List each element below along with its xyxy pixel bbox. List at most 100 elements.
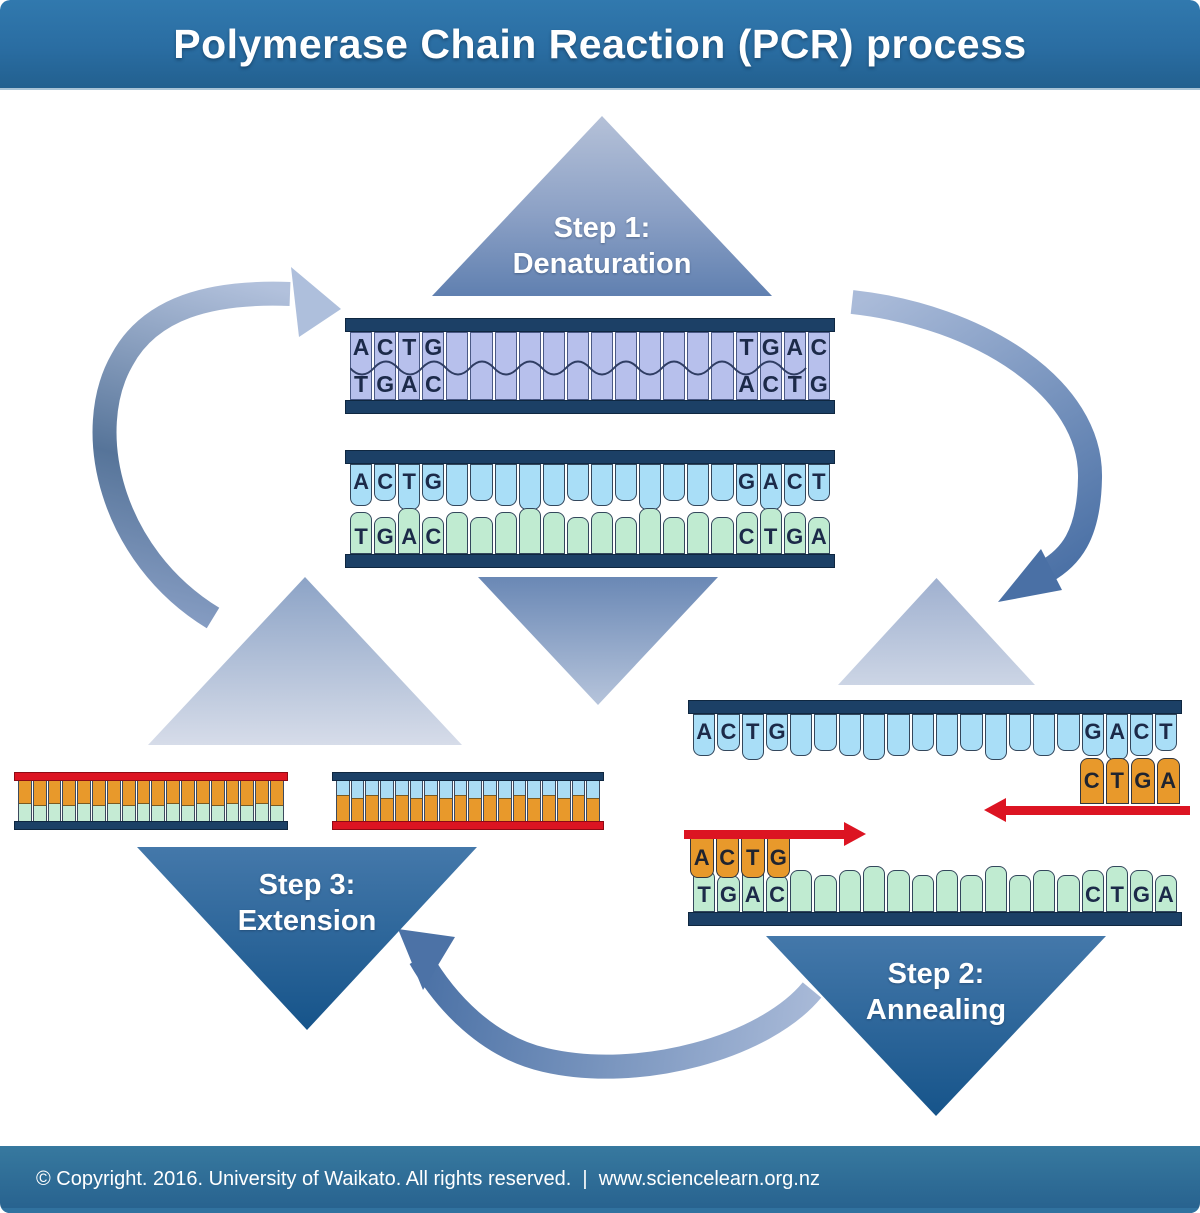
extension-product-right [332, 772, 604, 830]
new-strand-half [107, 781, 120, 804]
dna-cell: G [1081, 714, 1105, 756]
header-bar: Polymerase Chain Reaction (PCR) process [0, 0, 1200, 90]
new-strand-half [498, 781, 511, 799]
dna-cell: C [765, 875, 789, 912]
dna-cell [1033, 870, 1056, 912]
dna-cell: A [693, 714, 716, 756]
dna-cell: C [783, 464, 806, 506]
dna-cell [106, 781, 121, 821]
dna-cell: T [1105, 758, 1129, 804]
template-half [19, 803, 31, 821]
base-letter: A [401, 524, 418, 549]
dna-cell: T [1154, 714, 1177, 751]
step1-label-line1: Step 1: [553, 212, 651, 244]
copyright-text: © Copyright. 2016. University of Waikato… [36, 1168, 820, 1190]
dna-cell [380, 781, 394, 821]
template-half [226, 803, 239, 821]
template-backbone [14, 821, 288, 830]
dna-cell [814, 714, 837, 751]
dna-cell [121, 781, 136, 821]
dna-cell: G [765, 714, 789, 751]
arrowhead-left-icon [984, 798, 1006, 822]
dna-cell [151, 781, 166, 821]
template-backbone [332, 772, 604, 781]
new-strand-half [440, 781, 452, 799]
dna-cell [453, 781, 468, 821]
base-letter: T [746, 845, 760, 870]
dna-cell: A [398, 508, 421, 554]
dna-cell: A [690, 838, 714, 878]
dna-cell [542, 512, 565, 554]
dna-cell [1008, 875, 1032, 912]
new-strand-half [543, 781, 555, 797]
dna-cell [195, 781, 210, 821]
base-letter: A [400, 371, 418, 397]
base-letter: A [1160, 768, 1177, 793]
base-letter: C [425, 371, 442, 397]
dna-cell [639, 464, 662, 510]
new-strand-half [381, 781, 393, 799]
template-half [196, 803, 209, 821]
new-strand-half [19, 781, 31, 804]
dna-backbone-bottom [345, 400, 835, 414]
base-letter: G [719, 882, 737, 907]
dna-cell [814, 875, 837, 912]
new-strand-half [256, 781, 269, 804]
product-cells [14, 781, 288, 821]
dna-cell: C [735, 512, 758, 554]
base-letter: G [376, 524, 394, 549]
template-half [137, 803, 150, 821]
dna-cell [590, 332, 614, 400]
new-strand-half [122, 781, 135, 806]
cycle-arrow-left [92, 267, 341, 629]
dna-cell [494, 512, 517, 554]
dna-cell [887, 870, 910, 912]
new-strand-half [167, 781, 180, 804]
template-half [572, 796, 585, 821]
dna-cell [960, 714, 983, 751]
template-half [63, 806, 76, 821]
dna-cell [566, 517, 589, 554]
new-strand-half [425, 781, 438, 797]
base-letter: G [809, 371, 828, 397]
dna-cell [663, 332, 686, 400]
dna-cell: A [759, 464, 782, 510]
template-half [543, 796, 555, 821]
dna-cell: A [807, 517, 830, 554]
dna-cell [615, 332, 638, 400]
dna-cell [47, 781, 62, 821]
dna-cell [494, 332, 517, 400]
template-half [587, 798, 599, 821]
dna-cell [935, 870, 959, 912]
cycle-arrow-bottom [398, 929, 822, 1079]
template-half [469, 798, 482, 821]
new-strand-half [528, 781, 541, 799]
template-half [410, 798, 423, 821]
new-strand-half [78, 781, 91, 804]
template-half [167, 803, 180, 821]
step2-label-line1: Step 2: [887, 958, 985, 990]
dna-cell [518, 332, 541, 400]
template-half [122, 806, 135, 821]
new-strand-half [395, 781, 408, 797]
base-letter: G [786, 524, 804, 549]
base-letter: T [402, 334, 417, 360]
new-strand-backbone [14, 772, 288, 781]
dna-cell [711, 332, 734, 400]
dna-cell [18, 781, 32, 821]
dna-cell: T [350, 512, 373, 554]
dna-cell [615, 517, 638, 554]
dna-cell [365, 781, 380, 821]
dna-cell [181, 781, 195, 821]
dna-cell [470, 517, 493, 554]
dna-cell: A [1106, 714, 1129, 760]
dna-cell [711, 464, 734, 501]
base-letter: A [762, 469, 779, 494]
template-half [211, 806, 224, 821]
template-half [33, 806, 46, 821]
